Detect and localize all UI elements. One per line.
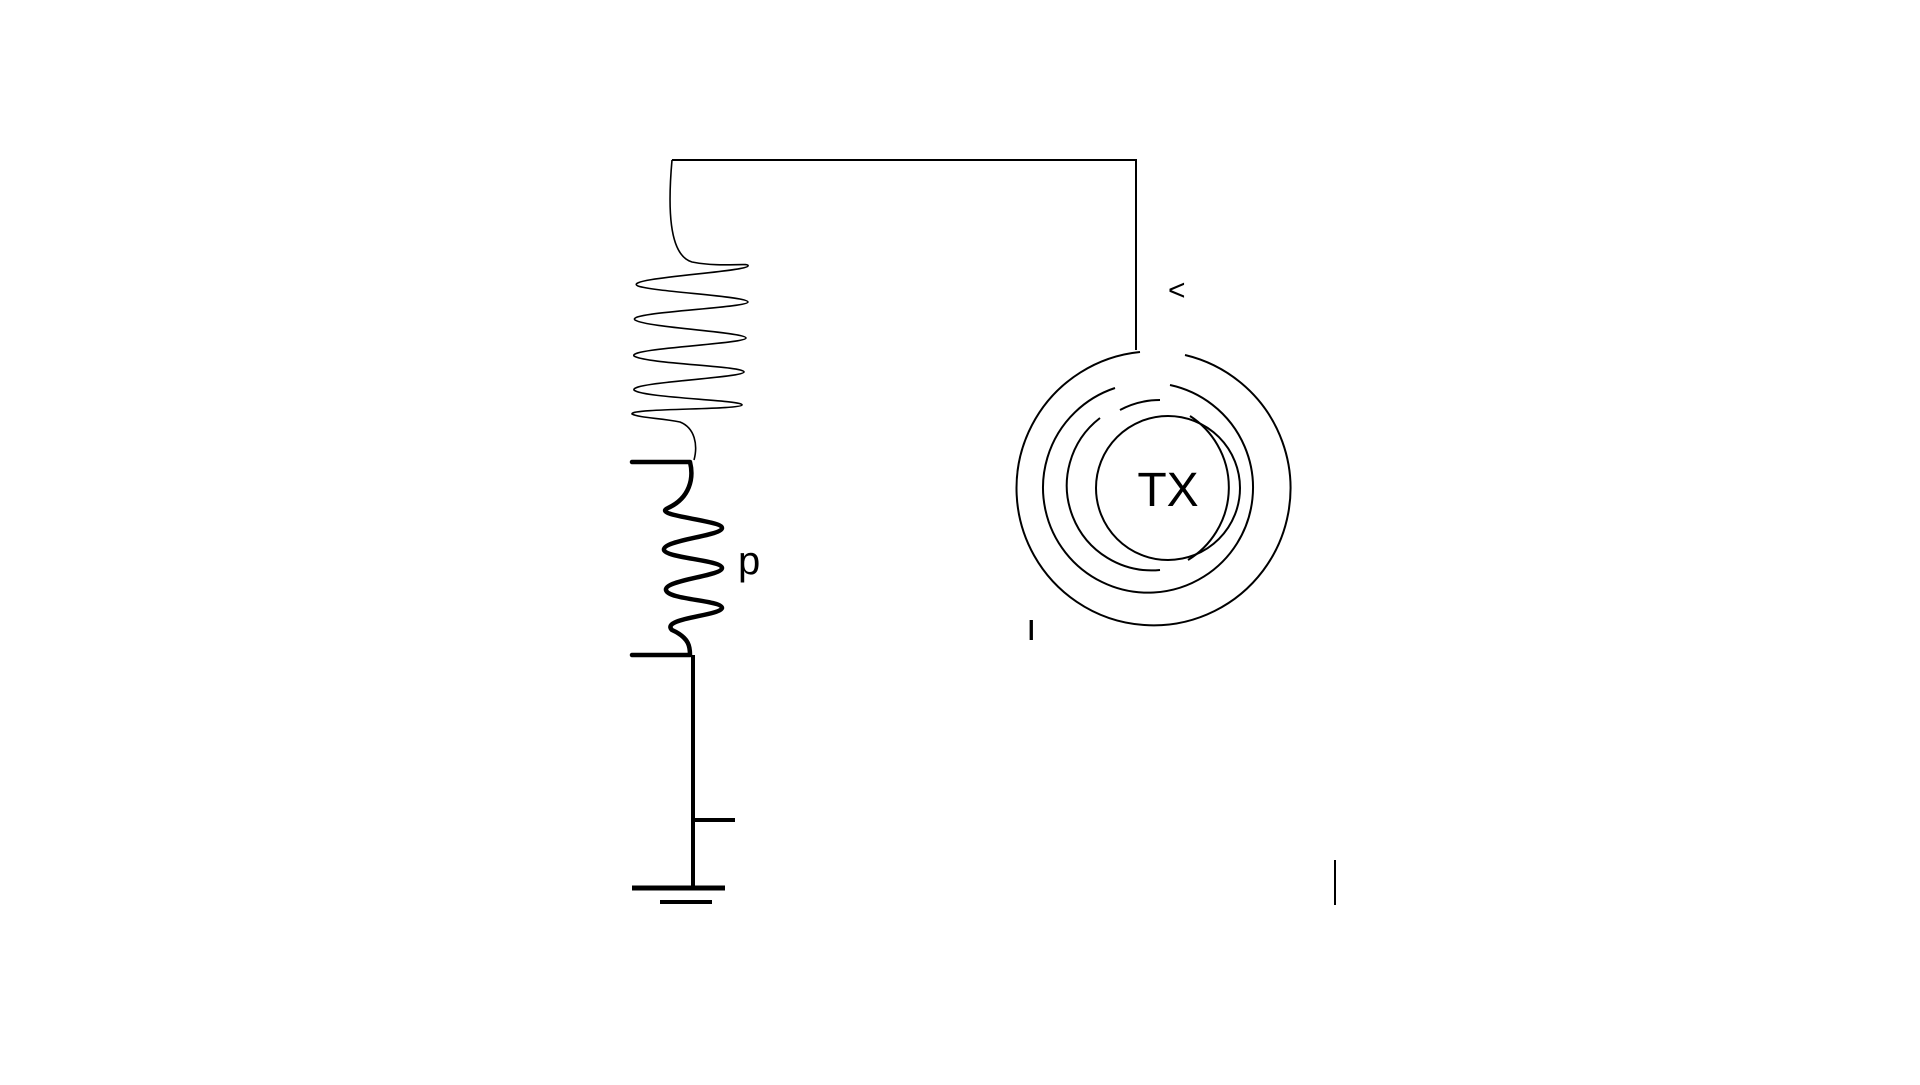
top-wire [672,159,1137,350]
coil-inductor [631,159,749,461]
transmitter-label: TX [1137,464,1198,517]
ground-symbol [632,885,725,904]
resistor-label: p [738,539,760,583]
arrow-mark: < [1168,274,1186,307]
node-mark-label: ı [1026,607,1037,649]
transmitter-circle [1015,351,1292,627]
zigzag-resistor [629,459,725,658]
